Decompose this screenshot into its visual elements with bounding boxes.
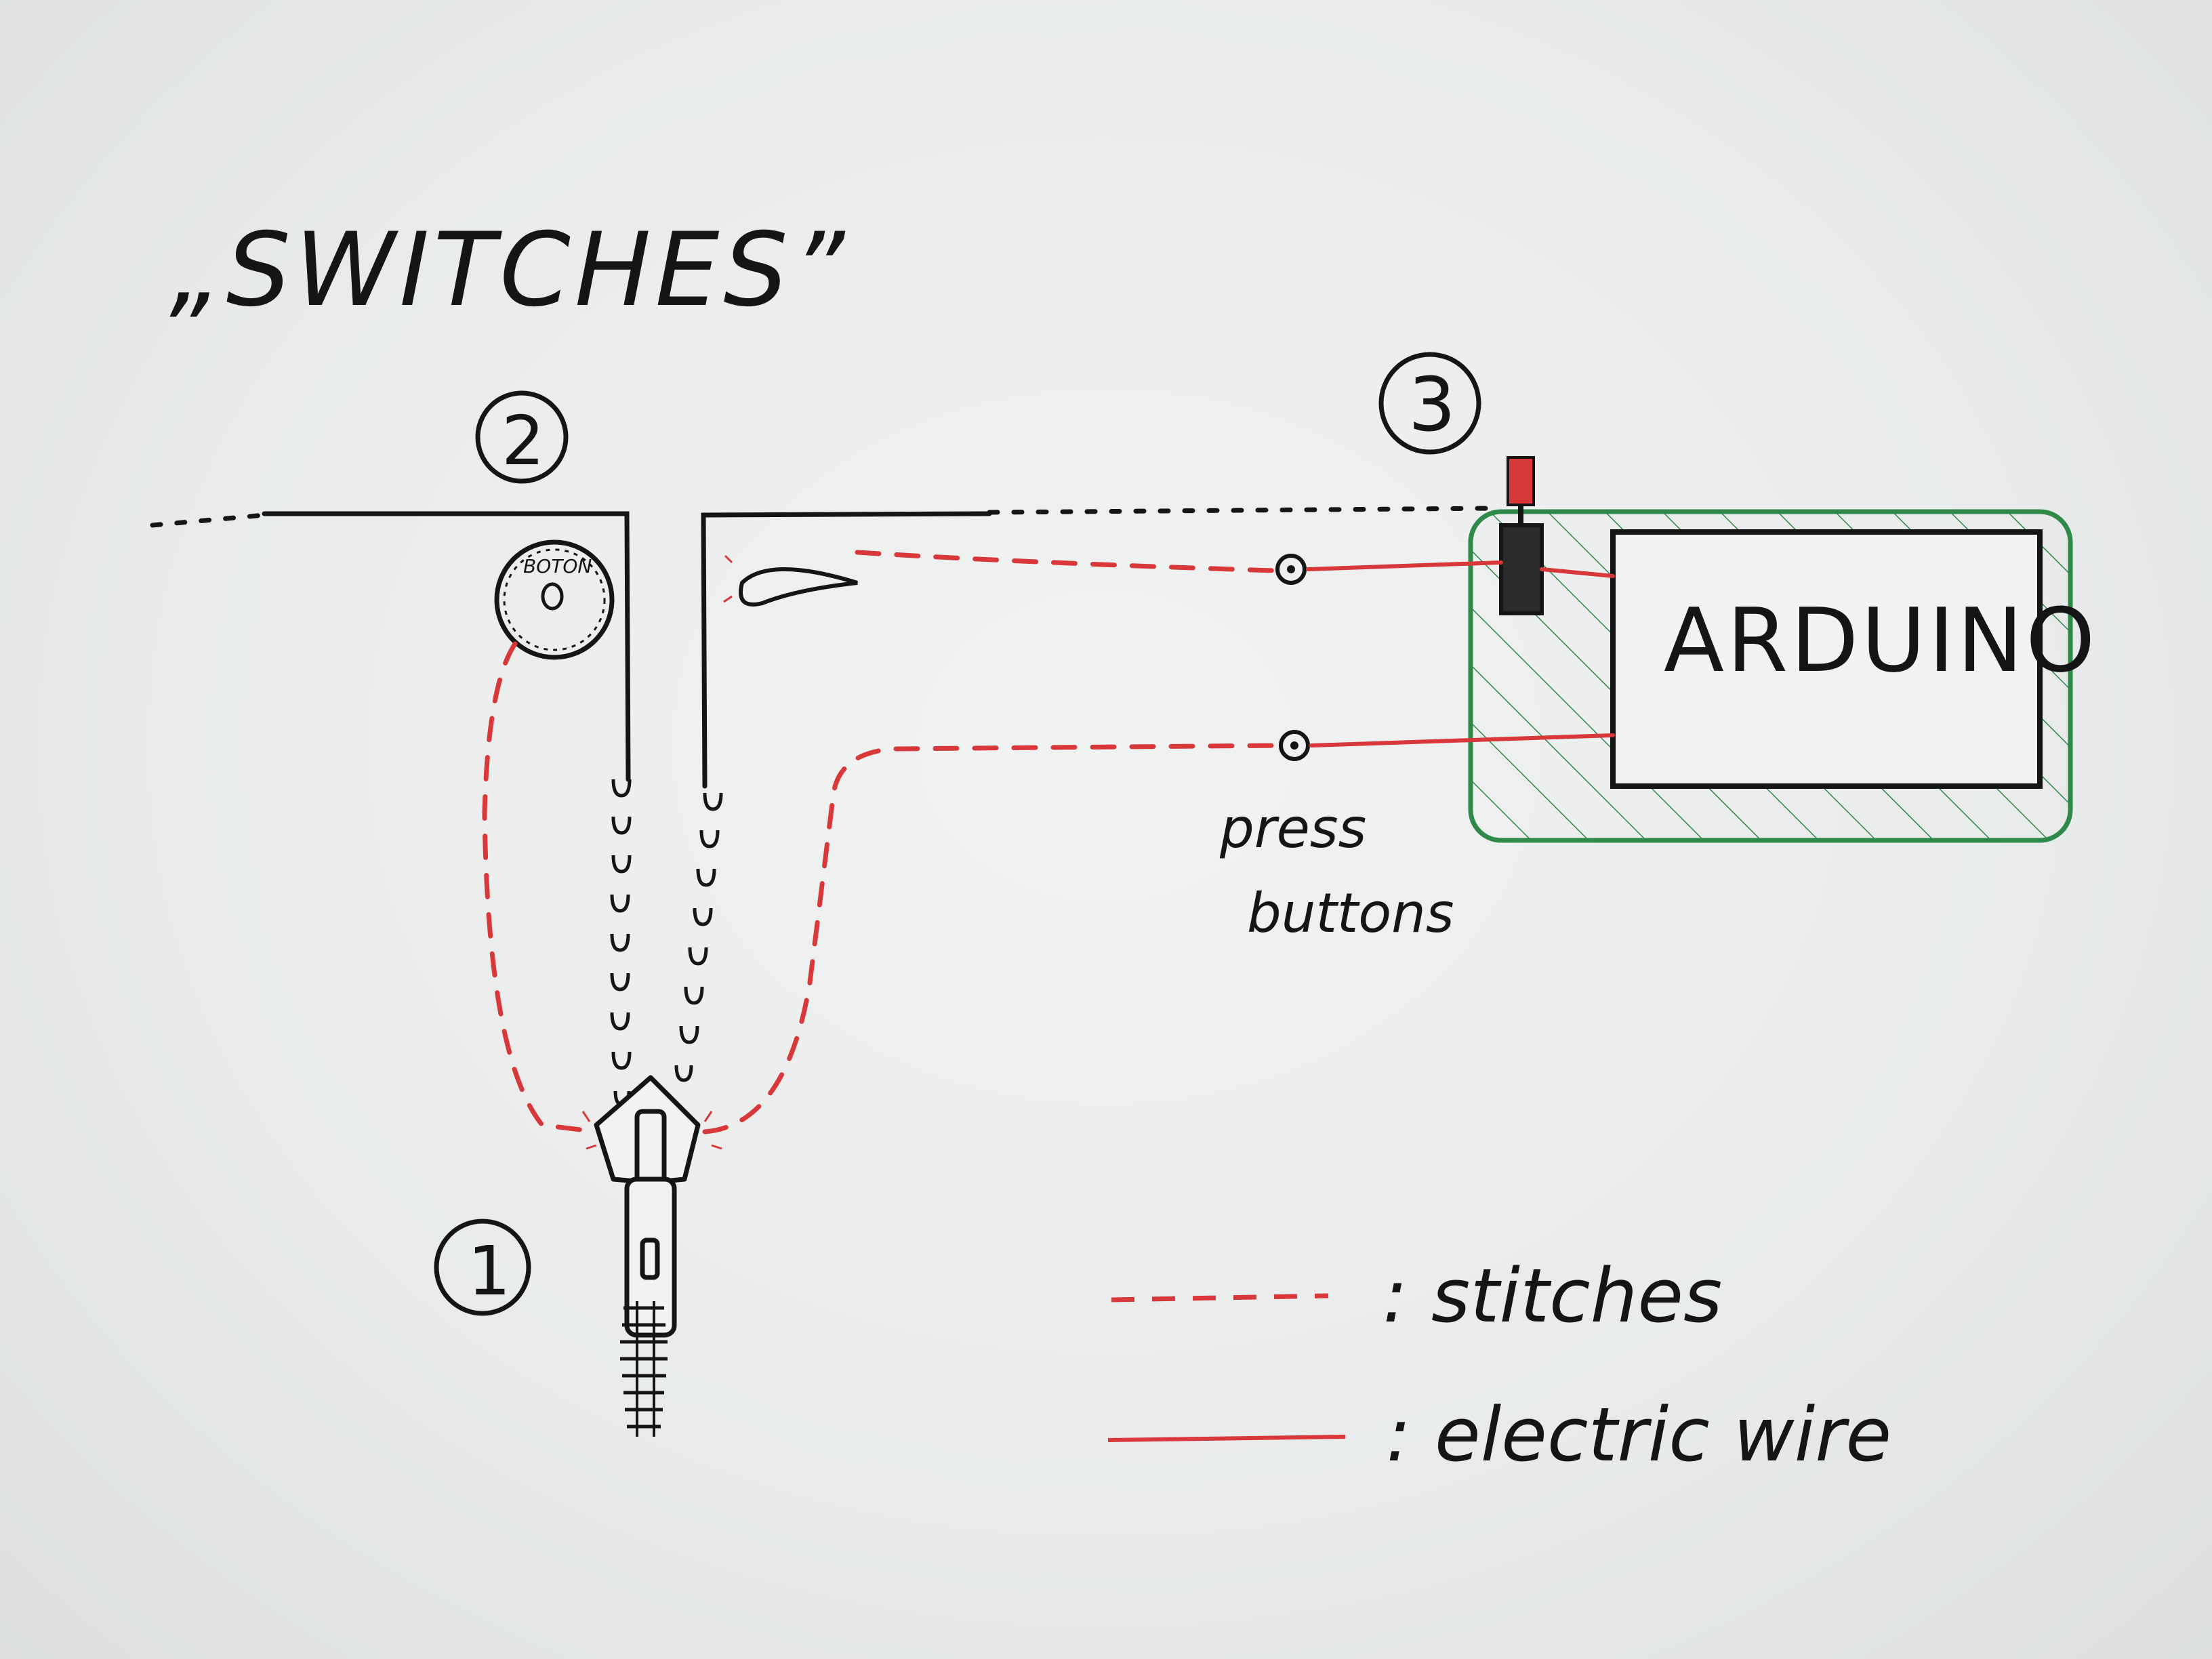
legend-wire-label: : electric wire: [1386, 1391, 1891, 1478]
zipper-slider: [594, 1075, 701, 1338]
marker-1: 1: [434, 1218, 531, 1316]
marker-2: 2: [475, 390, 569, 484]
electric-wires: [1306, 560, 1615, 747]
press-button-bottom: [1279, 730, 1310, 761]
arduino-board: ARDUINO: [1610, 529, 2097, 789]
garment-outline: [150, 506, 1494, 789]
legend: : stitches : electric wire: [1107, 1252, 1891, 1478]
stitch-paths: [482, 550, 1280, 1134]
zipper-teeth-left: [610, 779, 632, 1107]
marker-3-label: 3: [1408, 361, 1456, 448]
button-imprint-text: BOTON: [523, 555, 592, 577]
legend-wire-swatch: [1107, 1435, 1346, 1442]
stitch-fray-marks: [581, 554, 733, 1150]
toggle-fastener: [739, 567, 858, 607]
marker-3: 3: [1378, 352, 1481, 455]
marker-2-label: 2: [501, 401, 545, 480]
zipper-bottom-teeth: [620, 1301, 668, 1437]
buttons-label: buttons: [1247, 882, 1454, 945]
press-buttons-label: press buttons: [1219, 797, 1454, 945]
zipper-teeth-right: [674, 792, 723, 1082]
legend-stitches-label: : stitches: [1382, 1252, 1722, 1339]
slide-switch-3: [1499, 456, 1544, 615]
marker-1-label: 1: [468, 1231, 511, 1311]
press-button-top: [1275, 554, 1307, 585]
legend-stitches-swatch: [1111, 1293, 1329, 1303]
diagram-title: „SWITCHES”: [169, 211, 848, 329]
arduino-label: ARDUINO: [1664, 589, 2097, 692]
sewing-button-2: BOTON: [494, 539, 615, 660]
press-label: press: [1219, 797, 1366, 860]
